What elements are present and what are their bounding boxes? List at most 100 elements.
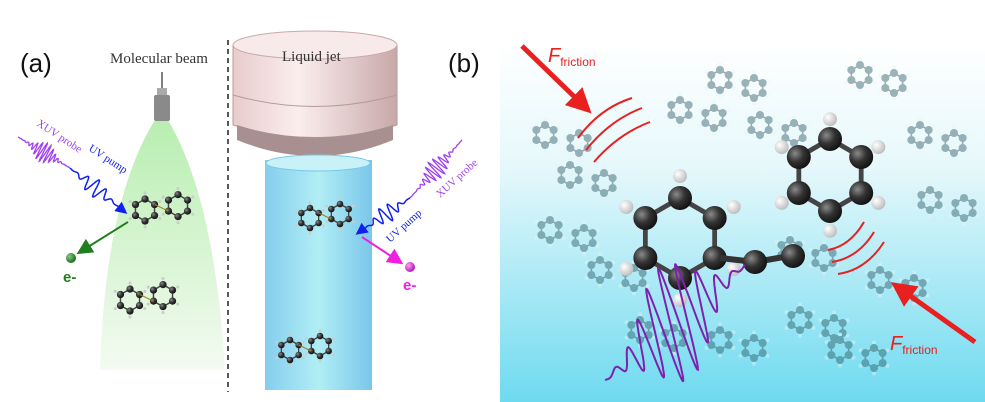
- hydrogen-atom: [731, 345, 736, 350]
- carbon-atom: [764, 126, 773, 134]
- carbon-atom: [844, 341, 853, 349]
- carbon-atom: [898, 74, 907, 82]
- carbon-atom: [828, 249, 837, 257]
- bond: [710, 69, 721, 76]
- carbon-atom: [890, 69, 898, 77]
- hydrogen-atom: [818, 333, 823, 338]
- hydrogen-atom: [878, 262, 882, 267]
- hydrogen-atom: [725, 123, 730, 128]
- carbon-atom: [844, 351, 853, 359]
- hydrogen-atom: [128, 281, 132, 285]
- carbon-atom: [298, 219, 305, 227]
- panel-b: (b) Ffriction Ffriction: [448, 40, 985, 402]
- bond: [784, 137, 795, 144]
- carbon-atom: [701, 109, 710, 117]
- bond: [719, 84, 730, 91]
- hydrogen-atom: [588, 173, 593, 178]
- molecular-beam-plume: [100, 120, 225, 370]
- hydrogen-atom: [176, 221, 180, 225]
- hydrogen-atom: [704, 345, 709, 350]
- hydrogen-atom: [811, 310, 816, 315]
- carbon-atom: [716, 86, 724, 94]
- bond: [560, 164, 571, 171]
- hydrogen-atom: [965, 133, 970, 138]
- hydrogen-atom: [582, 220, 586, 225]
- hydrogen-atom: [912, 270, 916, 275]
- hydrogen-atom: [619, 200, 634, 214]
- hydrogen-atom: [905, 88, 910, 93]
- carbon-atom: [747, 126, 756, 134]
- hydrogen-atom: [925, 278, 930, 283]
- bond: [710, 329, 721, 336]
- carbon-atom: [571, 229, 580, 237]
- hydrogen-atom: [864, 270, 869, 275]
- carbon-atom: [174, 190, 182, 199]
- carbon-atom: [587, 261, 596, 269]
- hydrogen-atom: [568, 188, 572, 193]
- hydrogen-atom: [584, 275, 589, 280]
- friction-arrow-top: [520, 44, 592, 114]
- carbon-atom: [836, 356, 844, 364]
- molecular-beam-label: Molecular beam: [110, 51, 208, 67]
- carbon-atom: [668, 186, 692, 210]
- hydrogen-atom: [752, 361, 756, 366]
- carbon-atom: [787, 311, 796, 319]
- carbon-atom: [781, 124, 790, 132]
- hydrogen-atom: [824, 355, 829, 360]
- carbon-atom: [764, 116, 773, 124]
- carbon-atom: [604, 271, 613, 279]
- hydrogen-atom: [738, 78, 743, 83]
- hydrogen-atom: [771, 115, 776, 120]
- carbon-atom: [926, 186, 934, 194]
- hydrogen-atom: [632, 291, 636, 296]
- bond: [873, 347, 884, 354]
- hydrogen-atom: [948, 213, 953, 218]
- hydrogen-atom: [792, 115, 796, 120]
- hydrogen-atom: [858, 57, 862, 62]
- carbon-atom: [747, 116, 756, 124]
- carbon-atom: [116, 290, 125, 299]
- hydrogen-atom: [563, 148, 568, 153]
- uv-pump-pulse-left: [69, 167, 128, 214]
- carbon-atom: [131, 211, 140, 220]
- carbon-atom: [718, 119, 727, 127]
- carbon-atom: [633, 206, 658, 230]
- electron-ball-right: [405, 262, 415, 272]
- carbon-atom: [315, 209, 322, 217]
- hydrogen-atom: [822, 240, 826, 245]
- hydrogen-atom: [322, 224, 325, 228]
- carbon-atom: [716, 326, 724, 334]
- hydrogen-atom: [808, 263, 813, 268]
- hydrogen-atom: [143, 191, 147, 195]
- bond: [814, 262, 825, 269]
- carbon-atom: [901, 279, 910, 287]
- bond: [540, 219, 551, 226]
- molecule-gas-phase-lower: [113, 277, 180, 319]
- carbon-atom: [684, 111, 693, 119]
- hydrogen-atom: [975, 213, 980, 218]
- bond: [753, 77, 764, 84]
- carbon-atom: [707, 341, 716, 349]
- carbon-atom: [345, 205, 352, 213]
- carbon-atom: [878, 359, 887, 367]
- hydrogen-atom: [871, 140, 886, 155]
- xuv-probe-label-right: XUV probe: [434, 157, 480, 200]
- hydrogen-atom: [332, 336, 335, 340]
- hydrogen-atom: [941, 205, 946, 210]
- carbon-atom: [588, 239, 597, 247]
- bond: [839, 339, 850, 346]
- bond: [830, 354, 841, 361]
- panel-a-label: (a): [20, 48, 52, 78]
- carbon-atom: [830, 314, 838, 322]
- hydrogen-atom: [176, 302, 180, 306]
- bond: [744, 337, 755, 344]
- hydrogen-atom: [602, 165, 606, 170]
- hydrogen-atom: [602, 196, 606, 201]
- hydrogen-atom: [698, 108, 703, 113]
- hydrogen-atom: [302, 356, 305, 360]
- hydrogen-atom: [595, 228, 600, 233]
- carbon-atom: [707, 81, 716, 89]
- bond: [603, 187, 614, 194]
- carbon-atom: [918, 289, 927, 297]
- carbon-atom: [790, 119, 798, 127]
